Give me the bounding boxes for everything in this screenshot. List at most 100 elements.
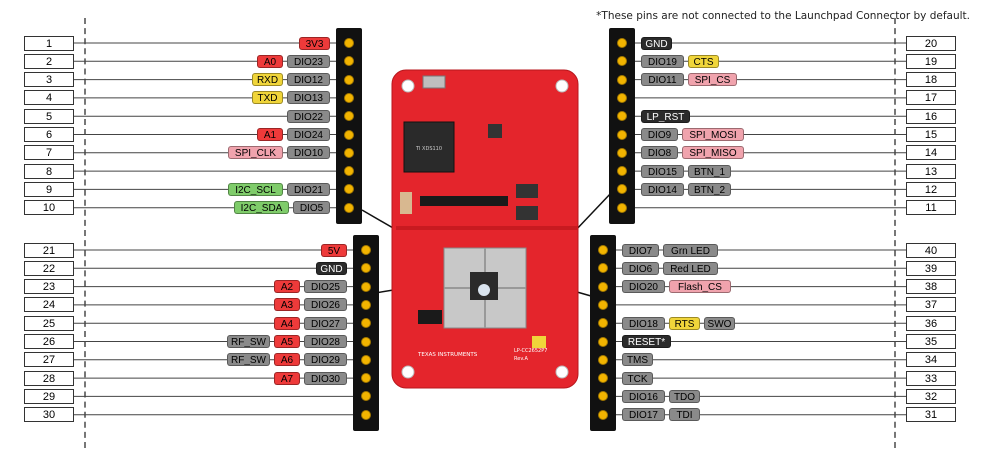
header-pin-22 (361, 263, 371, 274)
pin-2-label-a0: A0 (257, 54, 283, 68)
pin-number-15: 15 (906, 127, 956, 142)
pin-32-label-dio16: DIO16 (622, 389, 665, 403)
pin-number-25: 25 (24, 315, 74, 331)
pin-38-label-flash-cs: Flash_CS (669, 280, 731, 294)
header-pin-39 (598, 263, 608, 274)
board-divider (396, 226, 578, 230)
mount-hole-tr (555, 79, 569, 93)
pin-number-38: 38 (906, 279, 956, 295)
header-pin-31 (598, 409, 608, 420)
pin-6-label-dio24: DIO24 (287, 128, 330, 141)
pin-1-label-3v3: 3V3 (299, 36, 330, 50)
pin-number-4: 4 (24, 90, 74, 106)
pin-number-11: 11 (906, 200, 956, 216)
debug-chip (403, 121, 455, 173)
left-dashed-guide (84, 18, 86, 448)
pin-20-label-gnd: GND (641, 36, 672, 50)
pin-15-label-dio9: DIO9 (641, 128, 678, 141)
rev-text: Rev.A (514, 356, 528, 362)
pin-36-label-rts: RTS (669, 316, 700, 330)
pin-24-label-a3: A3 (274, 298, 300, 312)
model-text: LP-CC2652P7 (514, 348, 547, 354)
header-pin-11 (617, 202, 627, 213)
pin-number-7: 7 (24, 145, 74, 161)
header-pin-14 (617, 147, 627, 158)
pin-36-label-swo: SWO (704, 316, 735, 330)
pin-number-24: 24 (24, 297, 74, 313)
leader-line-right-top (573, 191, 613, 233)
header-pin-30 (361, 409, 371, 420)
header-pin-32 (598, 391, 608, 402)
pin-13-label-btn-1: BTN_1 (688, 164, 731, 178)
pin-14-label-spi-miso: SPI_MISO (682, 146, 744, 160)
pin-9-label-dio21: DIO21 (287, 182, 330, 196)
pin-5-label-dio22: DIO22 (287, 109, 330, 123)
pin-28-label-a7: A7 (274, 371, 300, 385)
pin-number-31: 31 (906, 407, 956, 423)
pin-12-label-dio14: DIO14 (641, 182, 684, 196)
header-pin-34 (598, 354, 608, 365)
pin-number-1: 1 (24, 35, 74, 51)
pin-25-label-a4: A4 (274, 316, 300, 330)
pin-27-label-a6: A6 (274, 353, 300, 367)
pin-18-label-dio11: DIO11 (641, 73, 684, 87)
pin-number-3: 3 (24, 72, 74, 88)
header-pin-2 (344, 56, 354, 67)
pin-19-label-cts: CTS (688, 54, 719, 68)
pin-7-label-spi-clk: SPI_CLK (228, 146, 283, 160)
pin-10-label-i2c-sda: I2C_SDA (234, 201, 289, 215)
right-dashed-guide (894, 18, 896, 448)
pin-27-label-rf-sw: RF_SW (227, 353, 270, 367)
pin-number-37: 37 (906, 297, 956, 313)
header-pin-28 (361, 373, 371, 384)
header-pin-23 (361, 281, 371, 292)
pin-33-label-tck: TCK (622, 371, 653, 385)
header-pin-33 (598, 373, 608, 384)
usb-connector (422, 75, 446, 89)
pin-35-label-reset-: RESET* (622, 335, 671, 348)
mount-hole-br (555, 365, 569, 379)
pin-9-label-i2c-scl: I2C_SCL (228, 182, 283, 196)
header-pin-29 (361, 391, 371, 402)
pin-number-26: 26 (24, 334, 74, 349)
pin-number-13: 13 (906, 163, 956, 179)
pin-23-label-a2: A2 (274, 280, 300, 294)
pin-21-label-5v: 5V (321, 243, 347, 257)
pin-23-label-dio25: DIO25 (304, 280, 347, 294)
header-pin-21 (361, 245, 371, 255)
brand-text: TEXAS INSTRUMENTS (417, 352, 478, 358)
header-pin-1 (344, 38, 354, 48)
header-pin-12 (617, 184, 627, 195)
pin-number-34: 34 (906, 352, 956, 368)
header-pin-15 (617, 129, 627, 140)
header-pin-13 (617, 166, 627, 177)
pin-number-27: 27 (24, 352, 74, 368)
pin-36-label-dio18: DIO18 (622, 316, 665, 330)
small-chip-a (488, 124, 502, 138)
header-pin-35 (598, 336, 608, 347)
small-chip-c (516, 206, 538, 220)
mount-hole-bl (401, 365, 415, 379)
pin-4-label-txd: TXD (252, 91, 283, 105)
pin-number-29: 29 (24, 388, 74, 404)
pin-number-23: 23 (24, 279, 74, 295)
pin-19-label-dio19: DIO19 (641, 54, 684, 68)
warning-label (532, 336, 546, 348)
pin-number-14: 14 (906, 145, 956, 161)
pin-12-label-btn-2: BTN_2 (688, 182, 731, 196)
small-chip-b (516, 184, 538, 198)
crystal (400, 192, 412, 214)
header-pin-8 (344, 166, 354, 177)
button-dome (478, 284, 490, 296)
pin-4-label-dio13: DIO13 (287, 91, 330, 105)
pin-number-6: 6 (24, 127, 74, 142)
header-pin-9 (344, 184, 354, 195)
header-pin-20 (617, 38, 627, 48)
pin-number-35: 35 (906, 334, 956, 349)
footnote: *These pins are not connected to the Lau… (596, 10, 970, 22)
pin-38-label-dio20: DIO20 (622, 280, 665, 294)
pin-number-19: 19 (906, 53, 956, 69)
pin-number-9: 9 (24, 181, 74, 197)
pin-number-28: 28 (24, 370, 74, 386)
